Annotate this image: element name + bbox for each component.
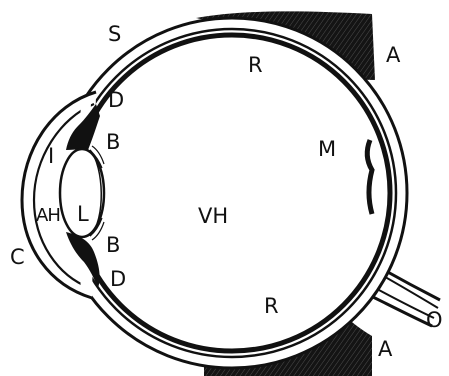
- label-ciliary-bottom: D: [110, 267, 126, 291]
- label-macula: M: [318, 137, 336, 161]
- label-cornea: C: [10, 245, 25, 269]
- label-retina-top: R: [248, 53, 263, 77]
- label-iris: I: [48, 144, 54, 168]
- sclera-outer: [57, 18, 407, 368]
- label-ligament-top: B: [106, 130, 120, 154]
- label-muscle-top: A: [386, 43, 401, 67]
- label-muscle-bottom: A: [378, 337, 393, 361]
- label-ciliary-top: D: [108, 88, 124, 112]
- label-aqueous-humor: AH: [36, 205, 60, 226]
- label-vitreous-humor: VH: [198, 204, 228, 228]
- label-lens: L: [77, 202, 89, 226]
- label-optic-nerve: O: [426, 308, 443, 332]
- label-sclera: S: [108, 22, 121, 46]
- label-retina-bottom: R: [264, 294, 279, 318]
- label-ligament-bottom: B: [106, 233, 120, 257]
